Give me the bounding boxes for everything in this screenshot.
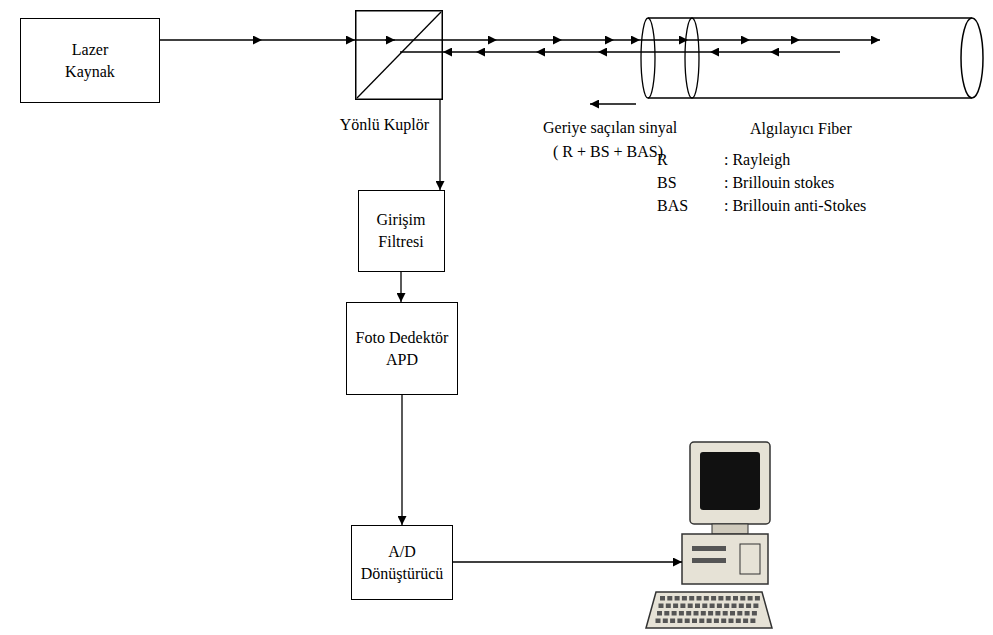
key <box>680 604 685 609</box>
key <box>702 604 707 609</box>
key <box>679 611 684 616</box>
connector-line <box>443 51 640 52</box>
box-content: Foto Dedektör APD <box>353 327 451 370</box>
process-box: Foto Dedektör APD <box>346 302 458 395</box>
connector-line <box>401 395 402 525</box>
signal-label: Geriye saçılan sinyal <box>543 118 677 137</box>
process-box: Girişim Filtresi <box>358 190 445 272</box>
backscatter-arrow <box>590 103 636 104</box>
box-label: A/D Dönüştürücü <box>358 541 446 584</box>
key <box>732 604 737 609</box>
box-content: Lazer Kaynak <box>54 39 126 82</box>
connector-line <box>439 100 440 190</box>
signal-connector <box>443 40 640 52</box>
key <box>717 604 722 609</box>
key <box>745 611 750 616</box>
key <box>740 596 745 601</box>
key <box>670 619 675 624</box>
key <box>752 611 757 616</box>
key <box>685 619 690 624</box>
key <box>724 604 729 609</box>
coupler-outline <box>355 10 443 100</box>
key-label: BS <box>657 173 677 192</box>
key <box>721 619 726 624</box>
key <box>664 611 669 616</box>
key <box>675 596 680 601</box>
key-label: : Rayleigh <box>724 150 790 169</box>
key <box>733 596 738 601</box>
key <box>677 619 682 624</box>
key <box>697 596 702 601</box>
process-box: A/D Dönüştürücü <box>351 525 453 600</box>
key <box>753 604 758 609</box>
connector-line <box>443 39 640 40</box>
key <box>736 619 741 624</box>
key <box>718 596 723 601</box>
key <box>673 604 678 609</box>
computer-icon <box>646 442 772 628</box>
key-label: R <box>657 150 668 169</box>
key-label: BAS <box>657 196 688 215</box>
key <box>743 619 748 624</box>
key <box>755 596 760 601</box>
key <box>659 604 664 609</box>
fiber-outline <box>640 16 985 100</box>
key <box>707 619 712 624</box>
coupler-shape: Yönlü Kuplör <box>355 10 443 100</box>
key <box>748 596 753 601</box>
process-box: Lazer Kaynak <box>20 18 160 103</box>
key <box>704 596 709 601</box>
key <box>737 611 742 616</box>
connector-line <box>160 39 355 40</box>
key <box>730 611 735 616</box>
key <box>695 604 700 609</box>
key-label: : Brillouin stokes <box>724 173 834 192</box>
key <box>660 596 665 601</box>
key <box>746 604 751 609</box>
box-content: Girişim Filtresi <box>365 209 437 252</box>
signal-label: ( R + BS + BAS) <box>553 142 663 161</box>
key <box>723 611 728 616</box>
key <box>663 619 668 624</box>
signal-connector <box>401 272 402 302</box>
box-label: Lazer Kaynak <box>54 39 126 82</box>
key-label: : Brillouin anti-Stokes <box>724 196 866 215</box>
key <box>699 619 704 624</box>
key <box>701 611 706 616</box>
key <box>714 619 719 624</box>
key <box>657 611 662 616</box>
node-title: Yönlü Kuplör <box>340 116 429 134</box>
key <box>739 604 744 609</box>
key <box>750 619 755 624</box>
key <box>686 611 691 616</box>
signal-connector <box>440 100 441 190</box>
box-content: A/D Dönüştürücü <box>358 541 446 584</box>
box-label: Foto Dedektör APD <box>353 327 451 370</box>
key <box>726 596 731 601</box>
key <box>694 611 699 616</box>
key <box>667 596 672 601</box>
computer-arrow <box>453 561 682 562</box>
node-title: Algılayıcı Fiber <box>750 120 852 138</box>
fiber-shape: Algılayıcı Fiber <box>640 16 985 100</box>
key <box>666 604 671 609</box>
key <box>656 619 661 624</box>
key <box>715 611 720 616</box>
key <box>711 596 716 601</box>
signal-connector <box>160 40 355 41</box>
key <box>692 619 697 624</box>
signal-connector <box>402 395 403 525</box>
key <box>672 611 677 616</box>
key <box>689 596 694 601</box>
key <box>729 619 734 624</box>
box-label: Girişim Filtresi <box>365 209 437 252</box>
key <box>708 611 713 616</box>
key <box>688 604 693 609</box>
connector-line <box>400 272 401 302</box>
key <box>710 604 715 609</box>
key <box>682 596 687 601</box>
